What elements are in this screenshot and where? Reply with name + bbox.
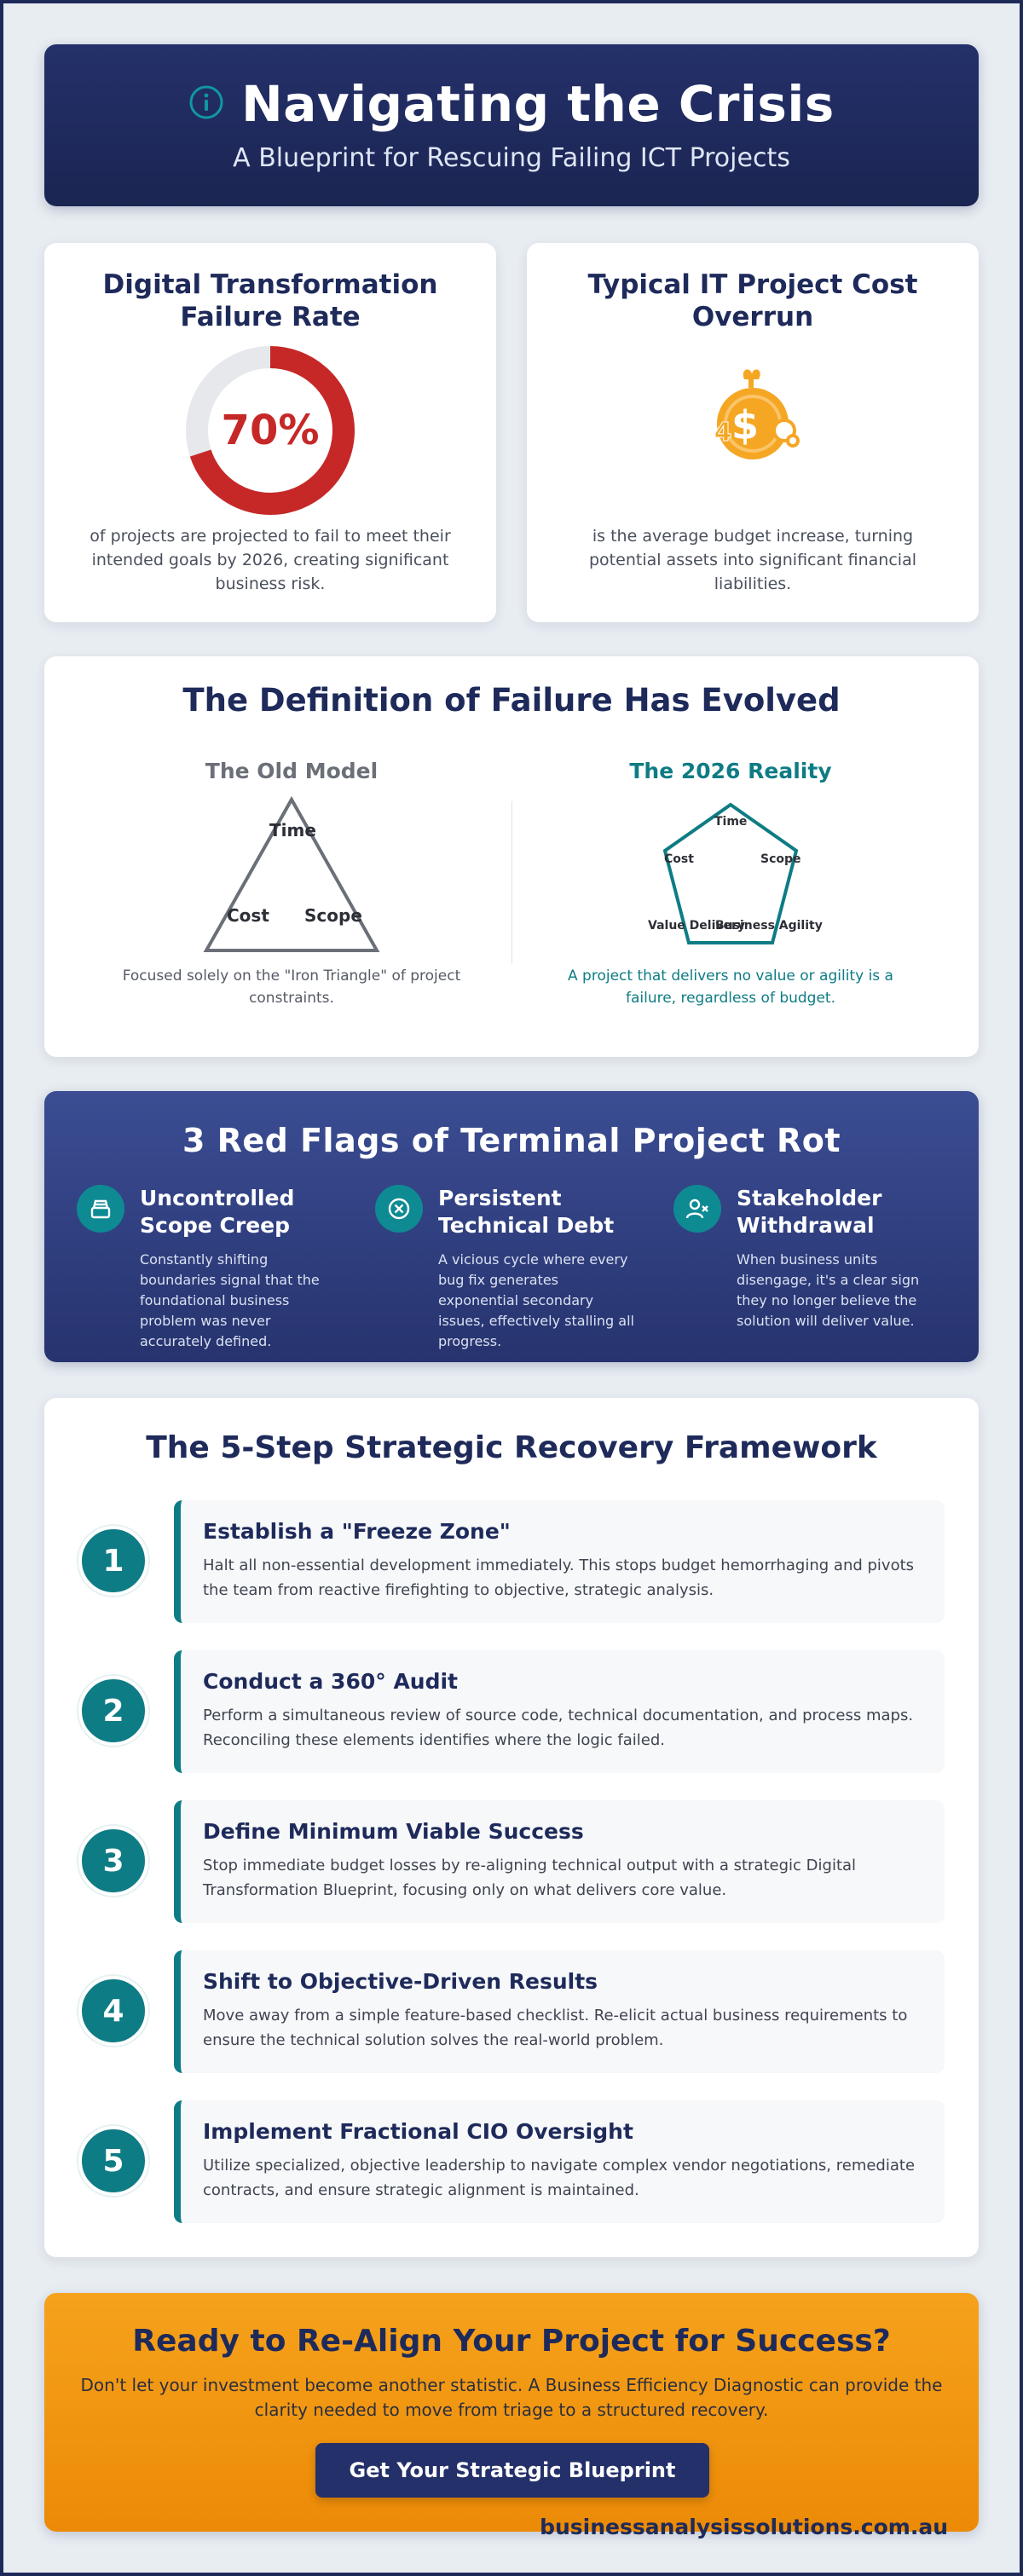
- old-model-title: The Old Model: [205, 759, 379, 783]
- stat-title: Digital Transformation Failure Rate: [102, 269, 438, 332]
- pentagon-label-cost: Cost: [664, 852, 694, 866]
- step-text: Halt all non-essential development immed…: [203, 1557, 915, 1599]
- step-number: 1: [78, 1526, 148, 1596]
- header-banner: Navigating the Crisis A Blueprint for Re…: [44, 44, 979, 206]
- step-number: 3: [78, 1826, 148, 1896]
- stat-card-cost-overrun: Typical IT Project Cost Overrun $ 4 is t…: [527, 243, 979, 622]
- step-title: Establish a "Freeze Zone": [203, 1519, 511, 1544]
- coin-growth-icon: $ 4: [697, 362, 808, 477]
- red-flag-title: Uncontrolled Scope Creep: [140, 1186, 295, 1238]
- step-title: Conduct a 360° Audit: [203, 1669, 459, 1694]
- title-row: Navigating the Crisis: [44, 70, 979, 138]
- red-flag-text: A vicious cycle where every bug fix gene…: [438, 1251, 634, 1349]
- old-model-caption: Focused solely on the "Iron Triangle" of…: [122, 967, 461, 1007]
- pentagon-shape: [662, 802, 799, 944]
- step-number: 2: [78, 1676, 148, 1746]
- stat-card-failure-rate: Digital Transformation Failure Rate 70% …: [44, 243, 496, 622]
- red-flag-text: Constantly shifting boundaries signal th…: [140, 1251, 320, 1349]
- stat-description: of projects are projected to fail to mee…: [90, 527, 451, 593]
- recovery-framework-card: The 5-Step Strategic Recovery Framework …: [44, 1398, 979, 2257]
- definition-card: The Definition of Failure Has Evolved Th…: [44, 656, 979, 1057]
- step-text: Move away from a simple feature-based ch…: [203, 2007, 908, 2049]
- step-number: 5: [78, 2126, 148, 2196]
- step-number: 4: [78, 1976, 148, 2046]
- pentagon-label-scope: Scope: [760, 852, 801, 866]
- layers-icon: [77, 1185, 124, 1233]
- footer-domain[interactable]: businessanalysissolutions.com.au: [540, 2515, 948, 2539]
- pentagon-label-time: Time: [714, 815, 748, 829]
- framework-step: 4 Shift to Objective-Driven Results Move…: [78, 1950, 945, 2073]
- red-flags-title: 3 Red Flags of Terminal Project Rot: [182, 1122, 841, 1159]
- pentagon-label-business-agility: Business Agility: [715, 919, 823, 933]
- pentagon-label-value-delivery: Value Delivery: [648, 919, 746, 933]
- step-box: Conduct a 360° Audit Perform a simultane…: [174, 1650, 945, 1773]
- framework-title: The 5-Step Strategic Recovery Framework: [146, 1430, 877, 1465]
- step-text: Utilize specialized, objective leadershi…: [203, 2157, 916, 2199]
- get-blueprint-button[interactable]: Get Your Strategic Blueprint: [315, 2443, 709, 2498]
- step-box: Shift to Objective-Driven Results Move a…: [174, 1950, 945, 2073]
- reality-pentagon-diagram: [662, 802, 799, 944]
- red-flag-title: Stakeholder Withdrawal: [737, 1186, 882, 1238]
- framework-step: 2 Conduct a 360° Audit Perform a simulta…: [78, 1650, 945, 1773]
- red-flags-section: 3 Red Flags of Terminal Project Rot Unco…: [44, 1091, 979, 1362]
- framework-step: 3 Define Minimum Viable Success Stop imm…: [78, 1800, 945, 1923]
- svg-text:4: 4: [714, 418, 732, 448]
- call-to-action: Ready to Re-Align Your Project for Succe…: [44, 2293, 979, 2532]
- info-icon: [188, 84, 224, 124]
- definition-title: The Definition of Failure Has Evolved: [182, 682, 841, 719]
- stat-description: is the average budget increase, turning …: [589, 527, 916, 593]
- step-text: Perform a simultaneous review of source …: [203, 1707, 914, 1749]
- triangle-label-scope: Scope: [304, 905, 362, 926]
- red-flag-title: Persistent Technical Debt: [438, 1186, 615, 1238]
- new-reality-caption: A project that delivers no value or agil…: [568, 967, 893, 1007]
- triangle-label-time: Time: [269, 820, 316, 840]
- step-title: Shift to Objective-Driven Results: [203, 1969, 598, 1994]
- svg-text:$: $: [731, 402, 759, 448]
- triangle-label-cost: Cost: [227, 905, 269, 926]
- failure-rate-value: 70%: [221, 407, 320, 454]
- step-box: Establish a "Freeze Zone" Halt all non-e…: [174, 1500, 945, 1623]
- cancel-circle-icon: [375, 1185, 423, 1233]
- triangle-shape: [203, 795, 380, 952]
- step-box: Implement Fractional CIO Oversight Utili…: [174, 2100, 945, 2223]
- step-title: Implement Fractional CIO Oversight: [203, 2119, 633, 2144]
- step-title: Define Minimum Viable Success: [203, 1819, 584, 1844]
- step-text: Stop immediate budget losses by re-align…: [203, 1857, 857, 1899]
- iron-triangle-diagram: [203, 795, 380, 952]
- step-box: Define Minimum Viable Success Stop immed…: [174, 1800, 945, 1923]
- cta-text: Don't let your investment become another…: [80, 2375, 943, 2420]
- new-reality-title: The 2026 Reality: [629, 759, 832, 783]
- stat-title: Typical IT Project Cost Overrun: [587, 269, 918, 332]
- cta-title: Ready to Re-Align Your Project for Succe…: [132, 2324, 891, 2359]
- user-remove-icon: [673, 1185, 721, 1233]
- red-flag-text: When business units disengage, it's a cl…: [737, 1251, 920, 1329]
- framework-step: 5 Implement Fractional CIO Oversight Uti…: [78, 2100, 945, 2223]
- donut-arc: [189, 346, 355, 515]
- page-title: Navigating the Crisis: [241, 75, 835, 133]
- page-subtitle: A Blueprint for Rescuing Failing ICT Pro…: [233, 143, 790, 173]
- framework-step: 1 Establish a "Freeze Zone" Halt all non…: [78, 1500, 945, 1623]
- failure-rate-donut: [186, 346, 355, 515]
